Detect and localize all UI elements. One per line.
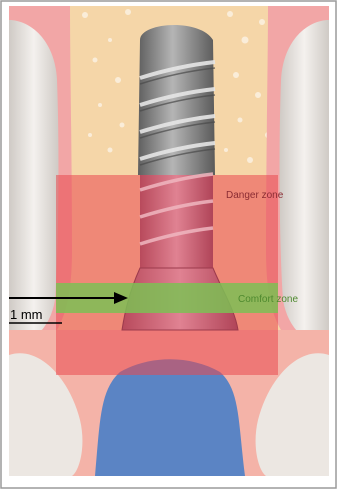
left-tooth-root [9,20,58,350]
crown-restoration [95,359,245,476]
measurement-label: 1 mm [10,307,43,322]
danger-zone-label: Danger zone [226,190,284,201]
implant-body [138,25,215,175]
implant-neck [140,175,213,268]
comfort-zone-label: Comfort zone [238,294,298,305]
